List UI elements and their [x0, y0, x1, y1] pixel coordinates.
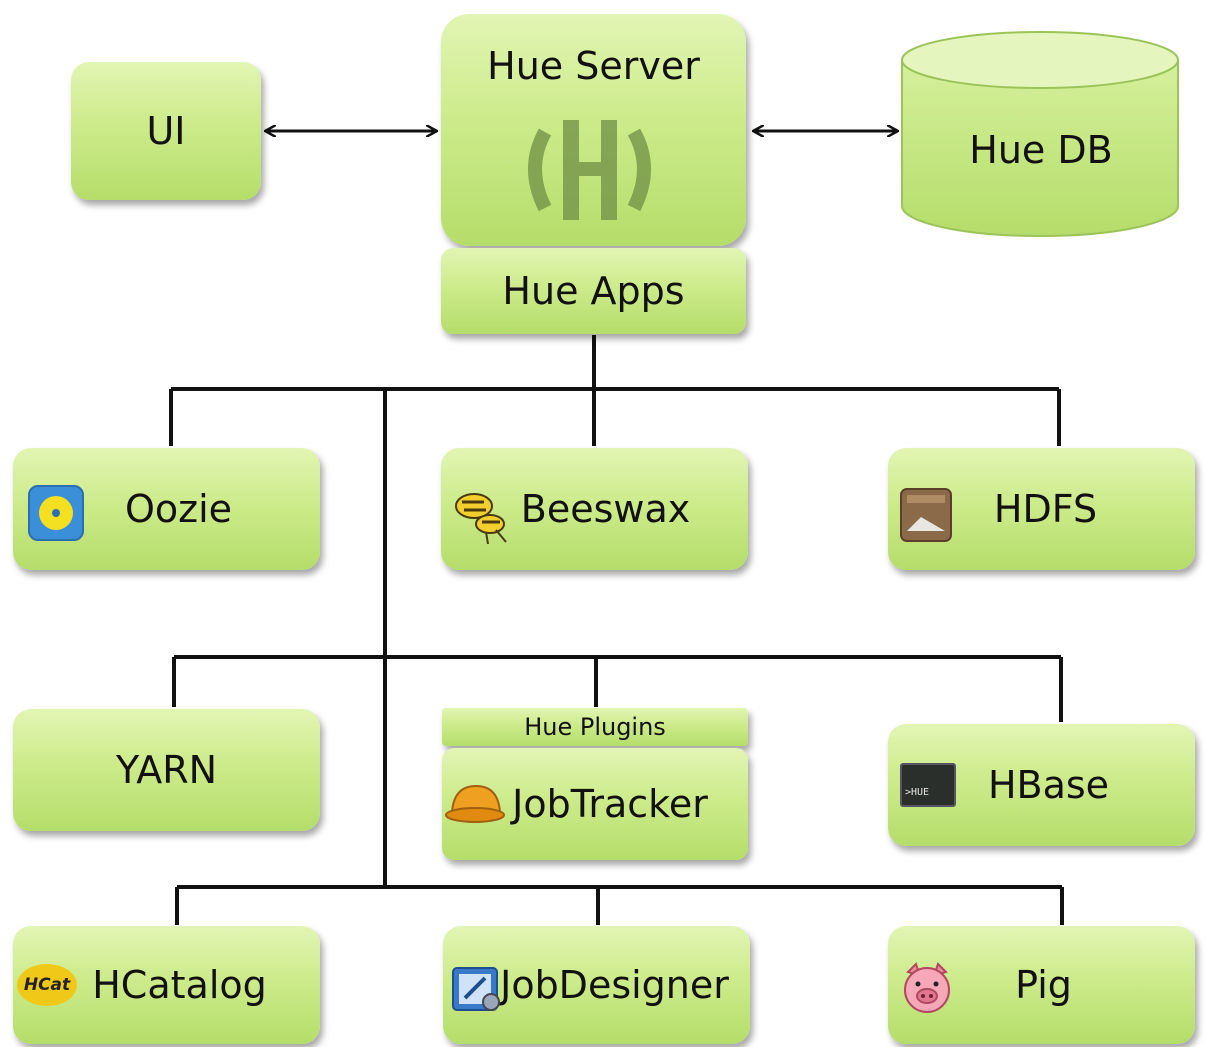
hue-plugins-bar: Hue Plugins	[442, 708, 748, 746]
hue-apps-node: Hue Apps	[441, 248, 746, 334]
hdfs-label: HDFS	[993, 487, 1098, 531]
hdfs-node: HDFS	[888, 448, 1195, 570]
hcatalog-label: HCatalog	[92, 963, 267, 1007]
hdfs-drive-icon	[900, 488, 952, 542]
bee-icon	[455, 493, 507, 545]
pig-icon	[904, 962, 950, 1013]
hue-server-node: Hue Server	[441, 14, 746, 246]
hardhat-icon	[445, 784, 505, 823]
hue-plugins-label: Hue Plugins	[524, 713, 666, 741]
hue-db-node	[901, 31, 1179, 237]
jobtracker-label: JobTracker	[512, 782, 708, 826]
beeswax-label: Beeswax	[520, 487, 691, 531]
yarn-label: YARN	[115, 748, 218, 792]
hbase-label: HBase	[987, 763, 1110, 807]
oozie-icon	[28, 485, 84, 541]
hue-apps-label: Hue Apps	[502, 269, 685, 313]
ui-node: UI	[71, 62, 261, 200]
hcat-icon: HCat	[17, 964, 77, 1006]
ui-label: UI	[146, 109, 186, 153]
hue-db-label: Hue DB	[969, 128, 1113, 172]
jobtracker-node: JobTracker	[442, 748, 748, 860]
oozie-label: Oozie	[124, 487, 233, 531]
hbase-icon-text: >HUE	[905, 787, 930, 798]
jobdesigner-icon	[452, 967, 500, 1011]
hbase-terminal-icon: >HUE	[900, 763, 956, 807]
tree-connectors	[169, 335, 1064, 925]
hcat-icon-text: HCat	[23, 975, 71, 995]
hue-logo-icon	[528, 120, 651, 220]
hue-server-label: Hue Server	[487, 44, 700, 88]
beeswax-node: Beeswax	[441, 448, 748, 570]
pig-label: Pig	[1015, 963, 1072, 1007]
jobdesigner-label: JobDesigner	[500, 963, 729, 1007]
yarn-node: YARN	[13, 709, 320, 831]
